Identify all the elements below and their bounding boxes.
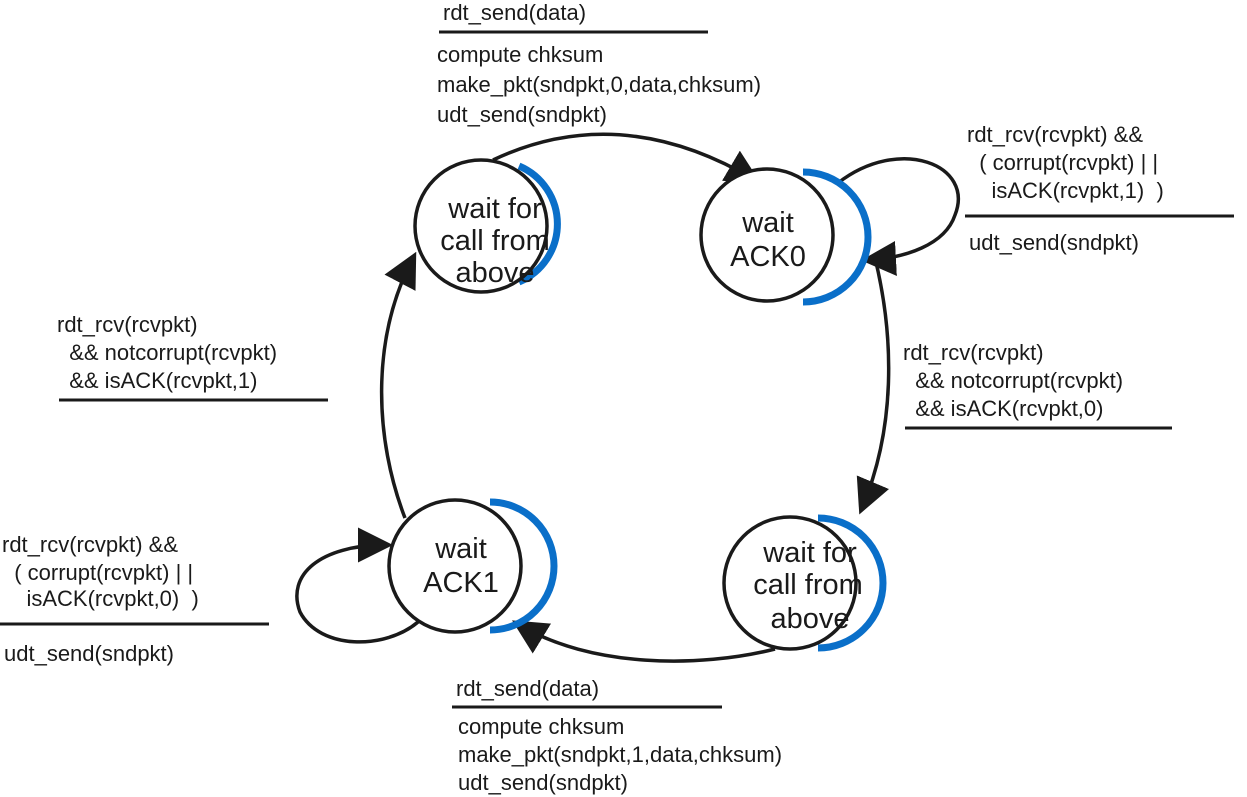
transition-label-send1: rdt_send(data) compute chksum make_pkt(s… (452, 676, 782, 795)
state-accent-arc (802, 168, 872, 306)
transition-event: && isACK(rcvpkt,0) (903, 396, 1103, 421)
state-accent-arc (517, 162, 561, 286)
state-label-line: above (455, 257, 534, 289)
transition-label-ack1-self: rdt_rcv(rcvpkt) && ( corrupt(rcvpkt) | |… (0, 532, 269, 666)
edge-send1 (512, 620, 776, 663)
transition-action: make_pkt(sndpkt,1,data,chksum) (458, 742, 782, 767)
transition-label-ack0-ok: rdt_rcv(rcvpkt) && notcorrupt(rcvpkt) &&… (903, 340, 1172, 430)
state-label-line: wait for (762, 537, 857, 569)
transition-label-ack1-ok: rdt_rcv(rcvpkt) && notcorrupt(rcvpkt) &&… (57, 312, 328, 402)
transition-action: udt_send(sndpkt) (458, 770, 628, 795)
edge-send0 (492, 132, 762, 184)
transition-event: rdt_rcv(rcvpkt) (57, 312, 198, 337)
state-label-line: ACK0 (730, 241, 806, 273)
transition-action: make_pkt(sndpkt,0,data,chksum) (437, 72, 761, 97)
edge-ack1-self-loop (295, 527, 420, 644)
state-accent-arc (817, 514, 887, 652)
transition-label-ack0-self: rdt_rcv(rcvpkt) && ( corrupt(rcvpkt) | |… (965, 122, 1234, 255)
transition-event: rdt_send(data) (456, 676, 599, 701)
transition-action: compute chksum (458, 714, 624, 739)
transition-event: && isACK(rcvpkt,1) (57, 368, 257, 393)
state-wait-for-call-0[interactable]: wait for call from above (413, 158, 561, 294)
edge-ack0-self-loop (836, 157, 960, 276)
state-label-line: above (770, 603, 849, 635)
transition-event: isACK(rcvpkt,1) ) (967, 178, 1164, 203)
transition-event: rdt_rcv(rcvpkt) (903, 340, 1044, 365)
transition-action: udt_send(sndpkt) (4, 641, 174, 666)
transition-action: compute chksum (437, 42, 603, 67)
transition-label-send0: rdt_send(data) compute chksum make_pkt(s… (437, 0, 761, 127)
state-label-line: ACK1 (423, 567, 499, 599)
transition-event: isACK(rcvpkt,0) ) (2, 586, 199, 611)
state-label-line: wait for (447, 193, 542, 225)
state-circle (699, 167, 835, 303)
transition-event: && notcorrupt(rcvpkt) (903, 368, 1123, 393)
edge-ack1-ok (379, 251, 417, 519)
state-label-line: wait (741, 207, 794, 239)
state-label-line: call from (440, 225, 550, 257)
state-label-line: call from (753, 569, 863, 601)
state-wait-ack0[interactable]: wait ACK0 (699, 167, 872, 306)
state-accent-arc (489, 498, 558, 634)
state-wait-for-call-1[interactable]: wait for call from above (722, 514, 887, 652)
state-wait-ack1[interactable]: wait ACK1 (387, 498, 558, 634)
transition-event: rdt_send(data) (443, 0, 586, 25)
transition-action: udt_send(sndpkt) (437, 102, 607, 127)
state-circle (413, 158, 549, 294)
transition-event: ( corrupt(rcvpkt) | | (2, 560, 193, 585)
transition-event: rdt_rcv(rcvpkt) && (2, 532, 178, 557)
state-circle (722, 515, 858, 651)
transition-event: && notcorrupt(rcvpkt) (57, 340, 277, 365)
state-label-line: wait (434, 533, 487, 565)
edge-ack0-ok (856, 257, 891, 515)
transition-event: rdt_rcv(rcvpkt) && (967, 122, 1143, 147)
transition-event: ( corrupt(rcvpkt) | | (967, 150, 1158, 175)
state-circle (387, 498, 523, 634)
transition-action: udt_send(sndpkt) (969, 230, 1139, 255)
